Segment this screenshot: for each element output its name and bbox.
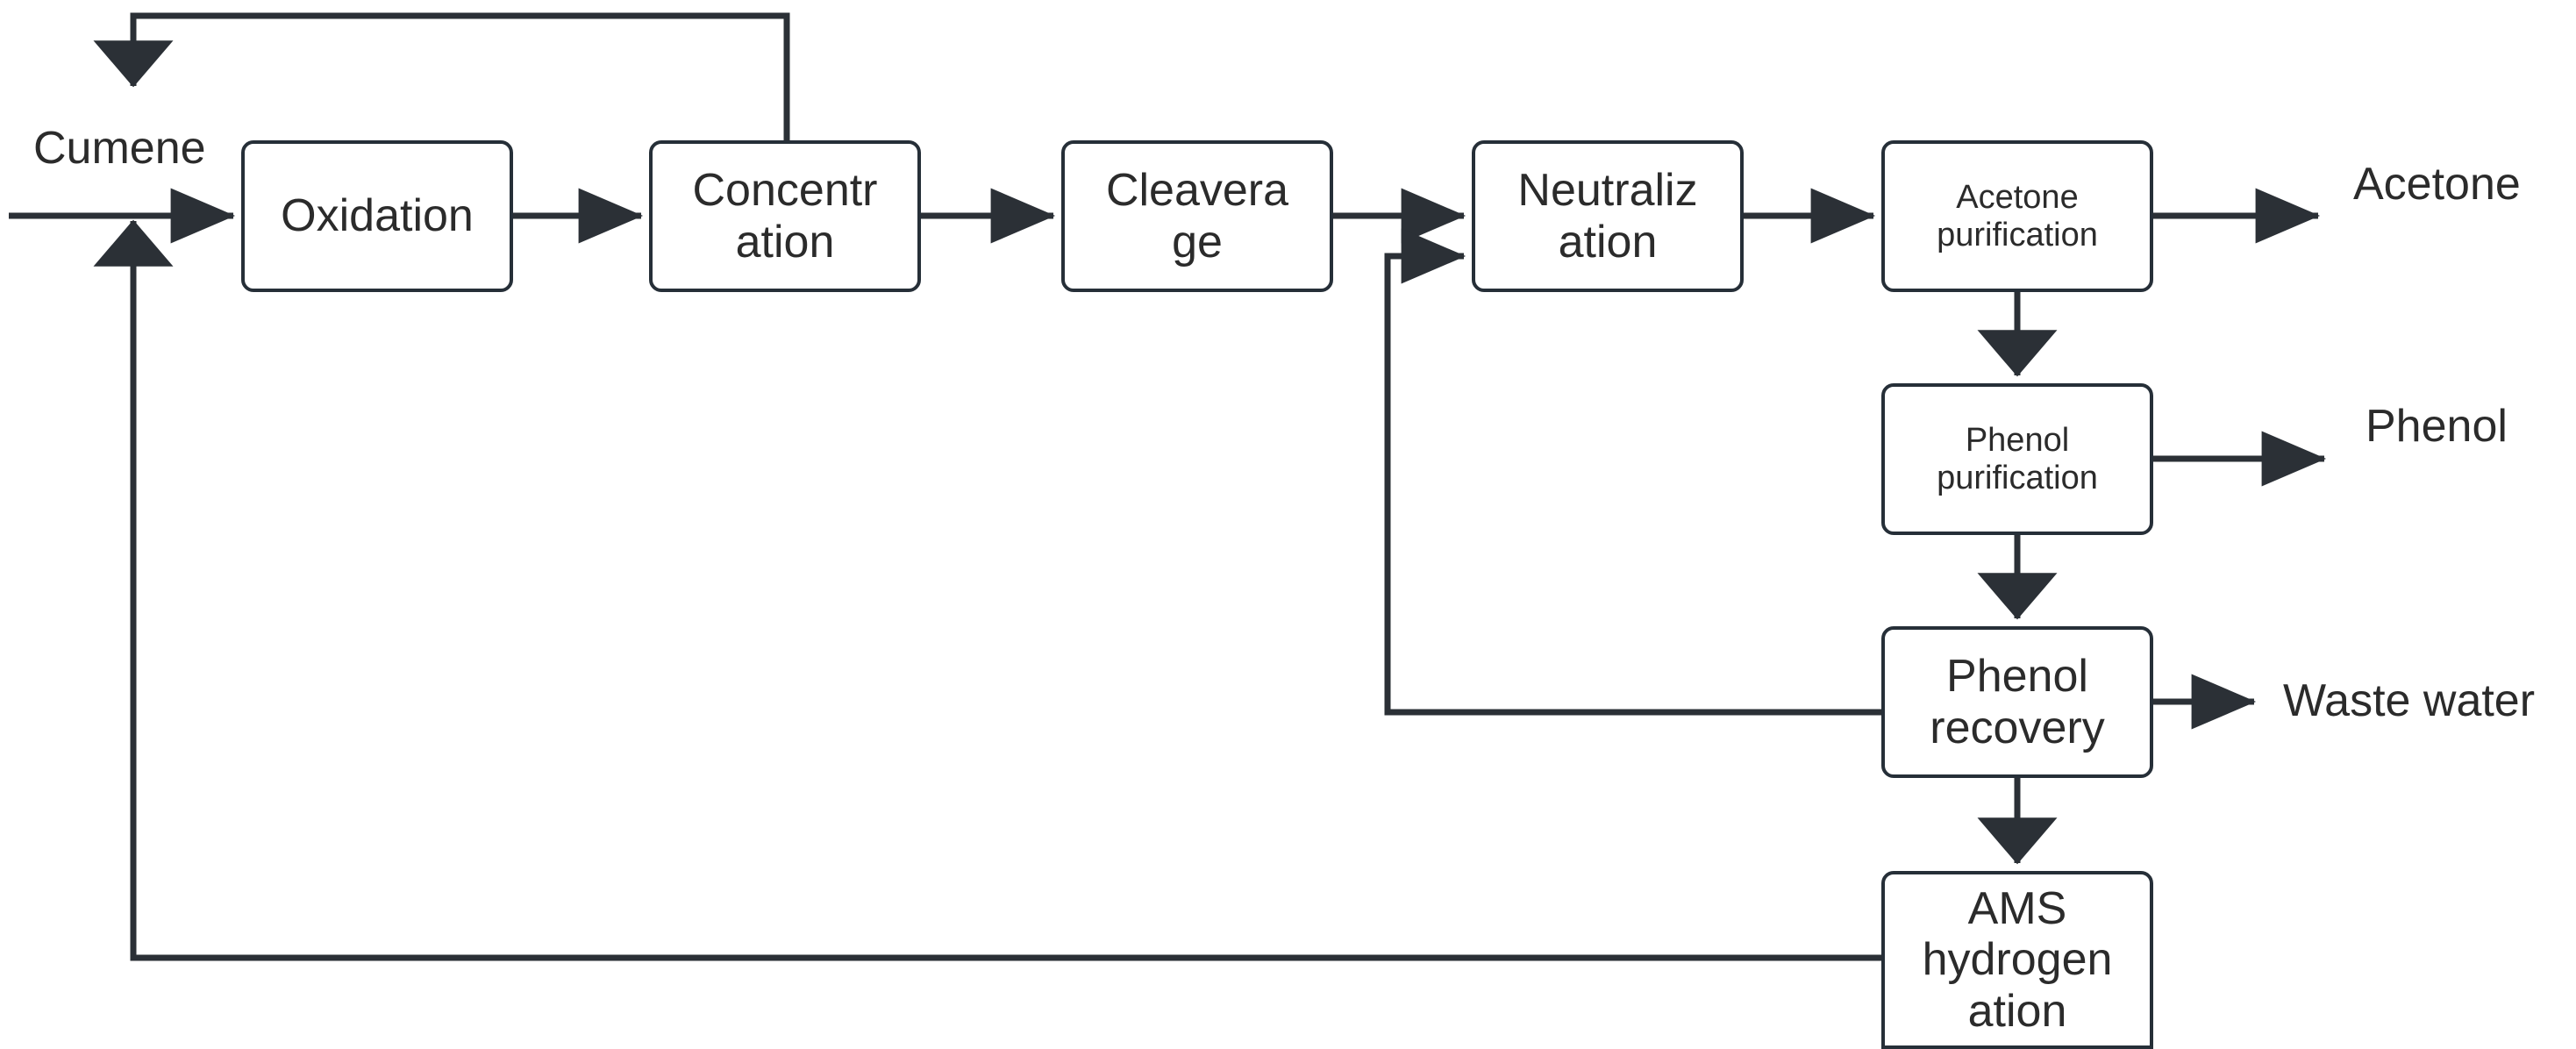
process-box-cleaverage[interactable]: Cleavera ge bbox=[1061, 140, 1333, 292]
stream-label-cumene: Cumene bbox=[33, 123, 206, 174]
process-box-acetone-purification-label: Acetone purification bbox=[1937, 178, 2098, 253]
connector-ams-recycle-to-oxidation-feed bbox=[93, 219, 1881, 961]
process-box-phenol-purification[interactable]: Phenol purification bbox=[1881, 383, 2153, 535]
stream-label-phenol: Phenol bbox=[2365, 401, 2508, 452]
process-box-ams-hydrogenation-label: AMS hydrogen ation bbox=[1922, 883, 2113, 1037]
process-box-concentration-label: Concentr ation bbox=[692, 165, 878, 268]
process-box-phenol-recovery-label: Phenol recovery bbox=[1930, 651, 2105, 753]
process-box-cleaverage-label: Cleavera ge bbox=[1105, 165, 1289, 268]
process-box-phenol-purification-label: Phenol purification bbox=[1937, 421, 2098, 496]
stream-label-waste-water: Waste water bbox=[2283, 675, 2536, 726]
process-box-neutralization[interactable]: Neutraliz ation bbox=[1472, 140, 1744, 292]
process-box-neutralization-label: Neutraliz ation bbox=[1517, 165, 1698, 268]
connector-phenol-recovery-recycle-to-neutralization bbox=[1384, 228, 1881, 716]
process-box-oxidation[interactable]: Oxidation bbox=[241, 140, 513, 292]
connector-concentration-recycle-to-cumene-feed bbox=[93, 12, 790, 140]
process-box-acetone-purification[interactable]: Acetone purification bbox=[1881, 140, 2153, 292]
process-box-concentration[interactable]: Concentr ation bbox=[649, 140, 921, 292]
stream-label-acetone: Acetone bbox=[2353, 159, 2521, 210]
process-box-oxidation-label: Oxidation bbox=[281, 190, 474, 242]
process-box-phenol-recovery[interactable]: Phenol recovery bbox=[1881, 626, 2153, 778]
process-box-ams-hydrogenation[interactable]: AMS hydrogen ation bbox=[1881, 871, 2153, 1049]
